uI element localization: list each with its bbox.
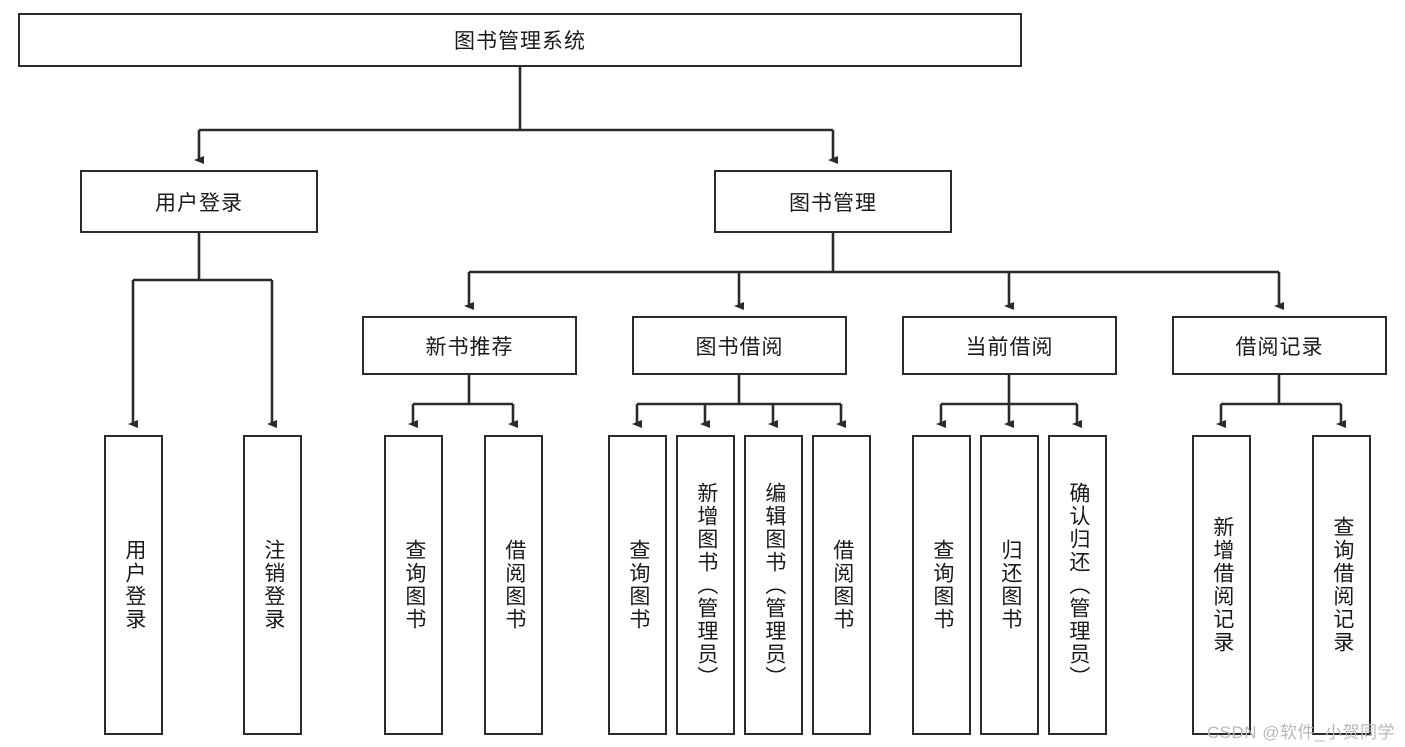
node-label: 用户登录 [122,539,146,631]
node-label: 确认归还（管理员） [1066,481,1090,689]
node-label: 新增图书（管理员） [694,481,718,689]
leaf-recommend-query-book[interactable]: 查询图书 [384,435,443,735]
node-label: 编辑图书（管理员） [762,481,786,689]
node-borrow-records[interactable]: 借阅记录 [1172,316,1387,375]
node-root-book-management-system[interactable]: 图书管理系统 [18,13,1022,67]
node-user-login[interactable]: 用户登录 [80,170,318,233]
node-label: 归还图书 [998,539,1022,631]
node-label: 查询借阅记录 [1330,516,1354,654]
node-label: 查询图书 [626,539,650,631]
node-label: 新增借阅记录 [1210,516,1234,654]
leaf-current-query-book[interactable]: 查询图书 [912,435,971,735]
node-label: 图书借阅 [695,335,784,359]
node-label: 查询图书 [402,539,426,631]
leaf-borrow-edit-book-admin[interactable]: 编辑图书（管理员） [744,435,803,735]
leaf-records-query-record[interactable]: 查询借阅记录 [1312,435,1371,735]
leaf-current-return-book[interactable]: 归还图书 [980,435,1039,735]
node-book-management[interactable]: 图书管理 [714,170,952,233]
leaf-borrow-query-book[interactable]: 查询图书 [608,435,667,735]
node-new-book-recommend[interactable]: 新书推荐 [362,316,577,375]
node-label: 当前借阅 [965,335,1054,359]
node-label: 注销登录 [261,539,285,631]
node-label: 借阅图书 [830,539,854,631]
node-book-borrow[interactable]: 图书借阅 [632,316,847,375]
leaf-recommend-borrow-book[interactable]: 借阅图书 [484,435,543,735]
node-label: 借阅记录 [1235,335,1324,359]
node-label: 借阅图书 [502,539,526,631]
node-current-borrow[interactable]: 当前借阅 [902,316,1117,375]
watermark-text: CSDN @软件_小贺同学 [1206,723,1395,742]
leaf-borrow-borrow-book[interactable]: 借阅图书 [812,435,871,735]
node-label: 图书管理系统 [454,30,586,53]
leaf-user-login-login[interactable]: 用户登录 [104,435,163,735]
leaf-records-add-record[interactable]: 新增借阅记录 [1192,435,1251,735]
node-label: 图书管理 [789,191,877,215]
node-label: 新书推荐 [425,335,514,359]
leaf-current-confirm-return-admin[interactable]: 确认归还（管理员） [1048,435,1107,735]
leaf-borrow-add-book-admin[interactable]: 新增图书（管理员） [676,435,735,735]
node-label: 用户登录 [155,191,243,215]
leaf-user-login-logout[interactable]: 注销登录 [243,435,302,735]
node-label: 查询图书 [930,539,954,631]
